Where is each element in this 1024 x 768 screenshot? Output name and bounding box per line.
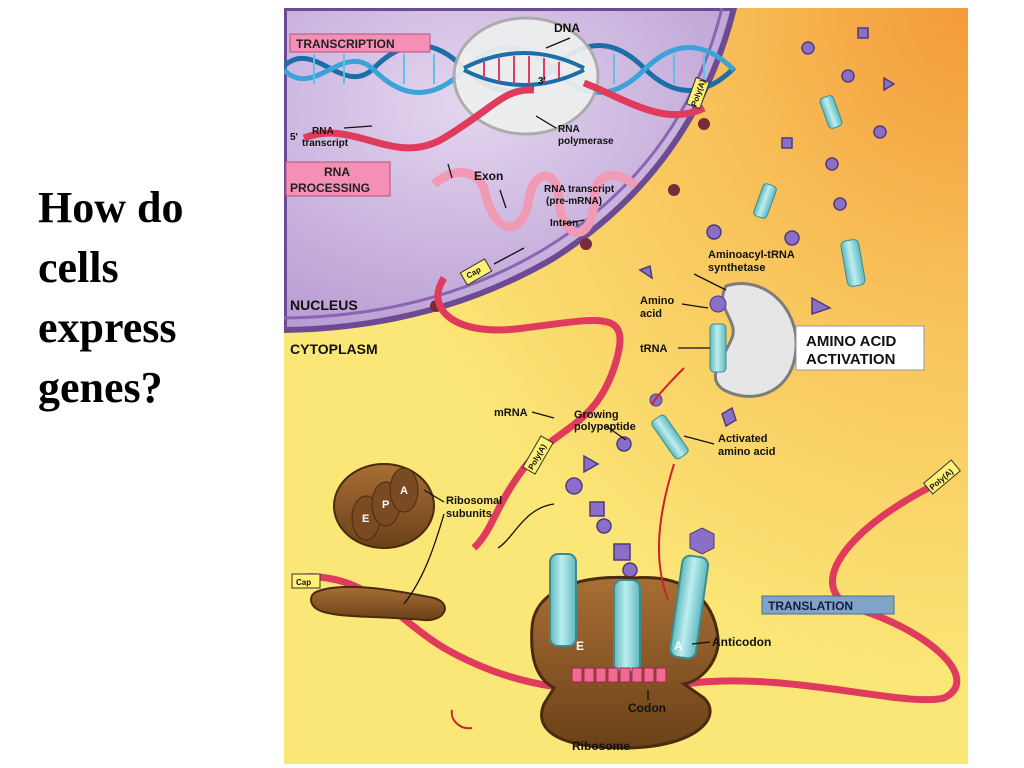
cytoplasm-label: CYTOPLASM	[290, 341, 378, 357]
exon-label: Exon	[474, 169, 503, 183]
transcription-label: TRANSCRIPTION	[296, 37, 395, 51]
dna-label: DNA	[554, 21, 580, 35]
trna-label: tRNA	[640, 343, 668, 355]
dna-base-pairs	[313, 54, 705, 84]
ribosomal-subunits-label-2: subunits	[446, 508, 492, 520]
leader-lines	[343, 37, 727, 700]
ribosomal-subunits-label-1: Ribosomal	[446, 495, 502, 507]
incoming-amino-acid	[689, 527, 715, 555]
amino-acid-activation-label-1: AMINO ACID	[806, 333, 896, 350]
codon-label: Codon	[628, 701, 666, 715]
transcription-box	[289, 33, 431, 53]
poly-a-tag-translation	[923, 459, 961, 495]
growing-polypeptide-label-2: polypeptide	[574, 421, 636, 433]
question-line-1: How do	[38, 183, 184, 232]
activated-trna	[651, 414, 689, 460]
mrna-ribbon	[434, 276, 624, 551]
amino-acid-activation-box	[795, 325, 925, 371]
question-line-2: cells	[38, 243, 119, 292]
rna-transcript-ribbon	[302, 86, 535, 152]
rna-polymerase-label-2: polymerase	[558, 136, 614, 147]
growing-polypeptide-label-1: Growing	[574, 409, 619, 421]
rna-transcript-label-2: transcript	[302, 138, 349, 149]
codon-bases	[571, 667, 667, 683]
poly-a-tag-mrna	[522, 435, 554, 475]
translation-label: TRANSLATION	[768, 599, 853, 613]
cap-tag-translation	[291, 573, 321, 589]
dna-open-strands	[463, 51, 585, 87]
site-p-label-subunit: P	[382, 499, 389, 511]
translation-box	[761, 595, 895, 615]
gene-expression-diagram: TRANSCRIPTION RNA PROCESSING NUCLEUS CYT…	[284, 8, 968, 764]
anticodon-label: Anticodon	[712, 635, 771, 649]
amino-acids	[638, 27, 896, 428]
site-a-label-subunit: A	[400, 485, 408, 497]
synthetase-trna	[709, 323, 727, 373]
free-trnas	[753, 95, 866, 287]
rna-processing-label-2: PROCESSING	[290, 181, 370, 195]
mrna-label: mRNA	[494, 407, 528, 419]
site-a-label-ribosome: A	[674, 639, 683, 653]
pre-mrna-label-1: RNA transcript	[544, 184, 615, 195]
intron-label: Intron	[550, 218, 578, 229]
amino-acid-activation-label-2: ACTIVATION	[806, 351, 895, 368]
cap-label-translation: Cap	[296, 578, 311, 587]
question-line-4: genes?	[38, 363, 163, 412]
activated-amino-acid-label-1: Activated	[718, 433, 768, 445]
pre-mrna-ribbon	[431, 168, 639, 237]
ribosomal-subunit-large	[333, 463, 435, 549]
ribosomal-subunit-small	[310, 585, 446, 622]
amino-acid-label-1: Amino	[640, 295, 675, 307]
aminoacyl-trna-synthetase	[713, 282, 798, 398]
synthetase-amino-acid	[709, 295, 727, 313]
aminoacyl-label-2: synthetase	[708, 262, 765, 274]
process-arrows	[450, 367, 685, 730]
site-e-label-ribosome: E	[576, 639, 584, 653]
ribosome-label: Ribosome	[572, 739, 630, 753]
nucleus-label: NUCLEUS	[290, 297, 358, 313]
three-prime-label: 3'	[538, 76, 546, 87]
cap-tag-nucleus	[459, 258, 493, 286]
pre-mrna-label-2: (pre-mRNA)	[546, 196, 602, 207]
poly-a-tag-top	[685, 76, 711, 110]
aminoacyl-label-1: Aminoacyl-tRNA	[708, 249, 795, 261]
growing-polypeptide	[565, 436, 638, 578]
rna-polymerase-label-1: RNA	[558, 124, 580, 135]
poly-a-ribbon-top	[582, 79, 706, 119]
open-base-pairs	[483, 56, 560, 84]
rna-processing-label-1: RNA	[324, 165, 350, 179]
rna-processing-box	[285, 161, 391, 197]
question-heading: How do cells express genes?	[38, 178, 258, 418]
site-e-label-subunit: E	[362, 513, 369, 525]
activated-amino-acid-label-2: amino acid	[718, 446, 775, 458]
question-line-3: express	[38, 303, 177, 352]
five-prime-label: 5'	[290, 132, 298, 143]
rna-transcript-label-1: RNA	[312, 126, 334, 137]
amino-acid-label-2: acid	[640, 308, 662, 320]
